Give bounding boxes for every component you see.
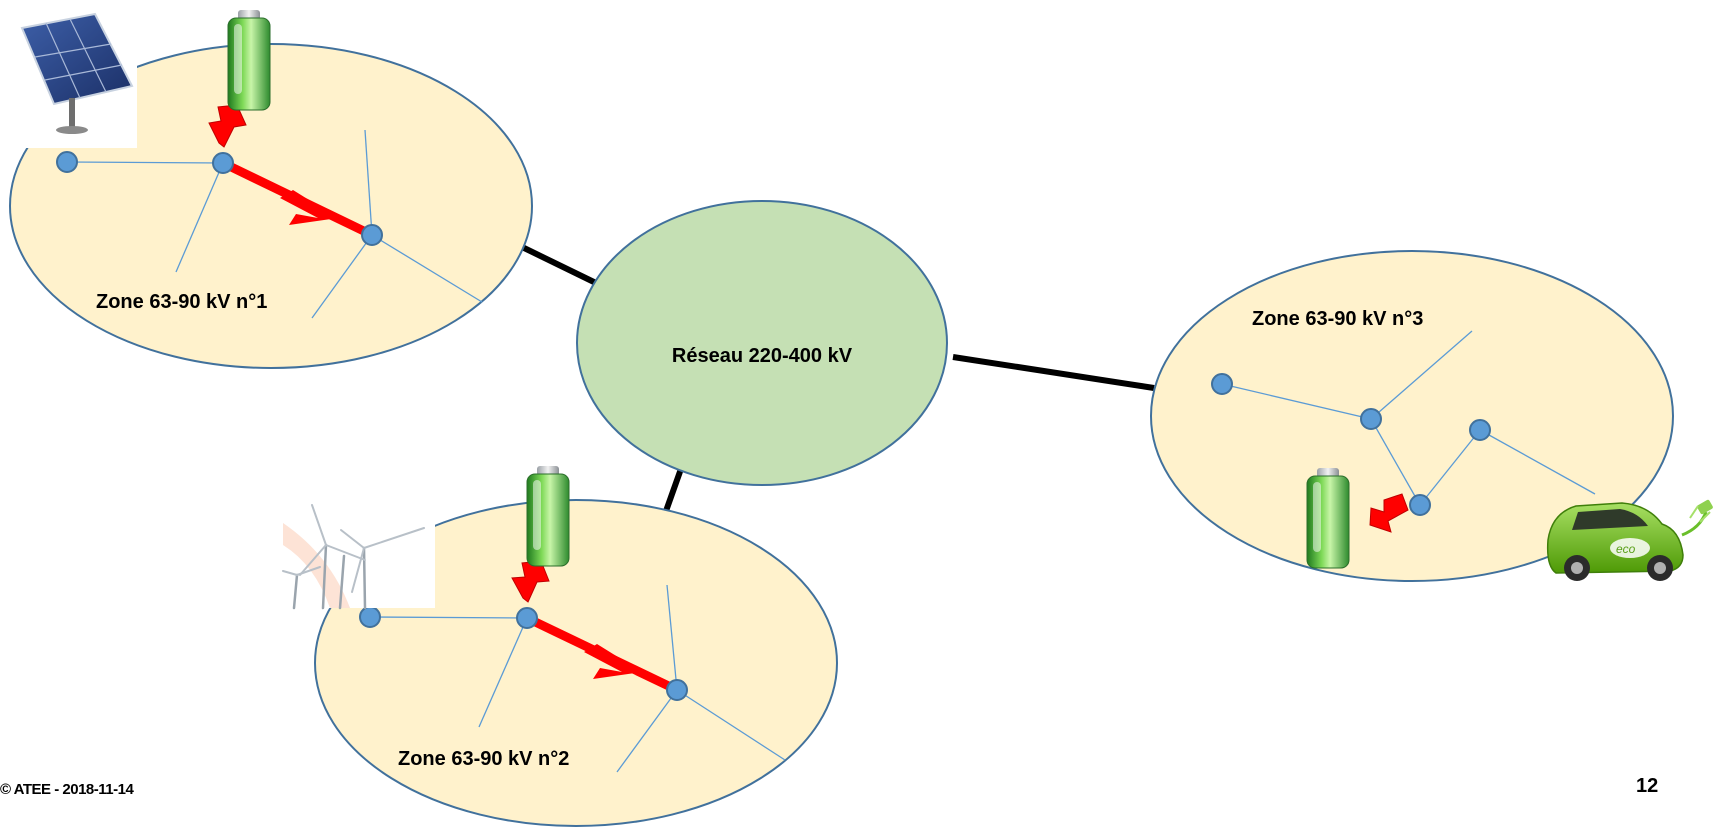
zone-3: Zone 63-90 kV n°3 — [1150, 250, 1674, 582]
zone-1: Zone 63-90 kV n°1 — [9, 43, 533, 369]
zone-2-label: Zone 63-90 kV n°2 — [398, 748, 569, 770]
zone-2: Zone 63-90 kV n°2 — [314, 499, 838, 827]
zone-2-area — [314, 499, 838, 827]
node — [56, 151, 78, 173]
battery-icon — [227, 10, 271, 111]
zone-3-label: Zone 63-90 kV n°3 — [1252, 308, 1423, 330]
tie-line-zone-2 — [663, 464, 685, 513]
core-network-area — [576, 200, 948, 486]
node — [212, 152, 234, 174]
zone-1-area — [9, 43, 533, 369]
node — [361, 224, 383, 246]
node — [516, 607, 538, 629]
node — [359, 606, 381, 628]
battery-icon — [1306, 468, 1350, 569]
node — [1360, 408, 1382, 430]
core-network: Réseau 220-400 kV — [576, 200, 948, 486]
tie-line-zone-3 — [952, 354, 1155, 391]
node — [666, 679, 688, 701]
wind-turbine-icon — [282, 504, 435, 610]
page-number: 12 — [1636, 775, 1659, 797]
zone-1-label: Zone 63-90 kV n°1 — [96, 291, 267, 313]
charge-arrow-zone-2 — [511, 560, 550, 603]
node — [1409, 494, 1431, 516]
node — [1211, 373, 1233, 395]
solar-panel-icon — [0, 0, 137, 148]
node — [1469, 419, 1491, 441]
zone-3-area — [1150, 250, 1674, 582]
charge-arrow-zone-3 — [1369, 493, 1409, 533]
svg-text:eco: eco — [1616, 542, 1636, 556]
electric-car-icon: eco — [1546, 499, 1713, 581]
charge-arrow-zone-1 — [208, 104, 247, 148]
battery-icon — [526, 466, 570, 567]
core-network-label: Réseau 220-400 kV — [672, 345, 853, 367]
tie-line-zone-1 — [518, 243, 600, 287]
footer-copyright: © ATEE - 2018-11-14 — [0, 781, 134, 798]
